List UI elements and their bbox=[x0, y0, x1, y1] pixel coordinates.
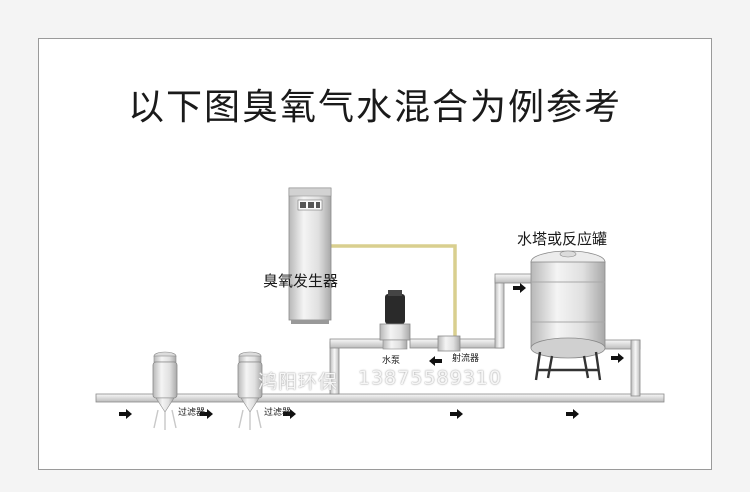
flow-arrow bbox=[200, 409, 213, 419]
flow-arrow bbox=[611, 353, 624, 363]
main-pipe bbox=[95, 393, 665, 403]
flow-arrow bbox=[119, 409, 132, 419]
flow-arrow bbox=[566, 409, 579, 419]
tower-body bbox=[530, 261, 606, 349]
pump-inlet-pipe bbox=[329, 338, 387, 349]
ozone-generator-label: 臭氧发生器 bbox=[263, 272, 339, 290]
watermark-phone: 13875589310 bbox=[358, 367, 502, 389]
tower-legs bbox=[534, 351, 602, 381]
ozone-gas-line bbox=[330, 244, 457, 338]
pump-motor bbox=[385, 294, 405, 324]
tower-feed-riser bbox=[494, 277, 505, 349]
pump-body bbox=[379, 323, 411, 341]
watermark-brand: 鸿阳环保 bbox=[258, 371, 339, 393]
flow-arrow bbox=[513, 283, 526, 293]
pump-label: 水泵 bbox=[382, 356, 401, 366]
filter-2-vessel bbox=[237, 351, 263, 430]
flow-arrow bbox=[450, 409, 463, 419]
ejector-body bbox=[437, 335, 461, 352]
filter-1-label: 过滤器 bbox=[178, 408, 206, 418]
filter-1-vessel bbox=[152, 351, 178, 430]
tower-outlet-riser bbox=[630, 339, 641, 397]
tower-label: 水塔或反应罐 bbox=[517, 230, 608, 248]
ejector-label: 射流器 bbox=[452, 354, 480, 364]
flow-arrow bbox=[429, 356, 442, 366]
filter-2-label: 过滤器 bbox=[264, 408, 292, 418]
page-title: 以下图臭氧气水混合为例参考 bbox=[127, 87, 622, 128]
flow-arrow bbox=[283, 409, 296, 419]
